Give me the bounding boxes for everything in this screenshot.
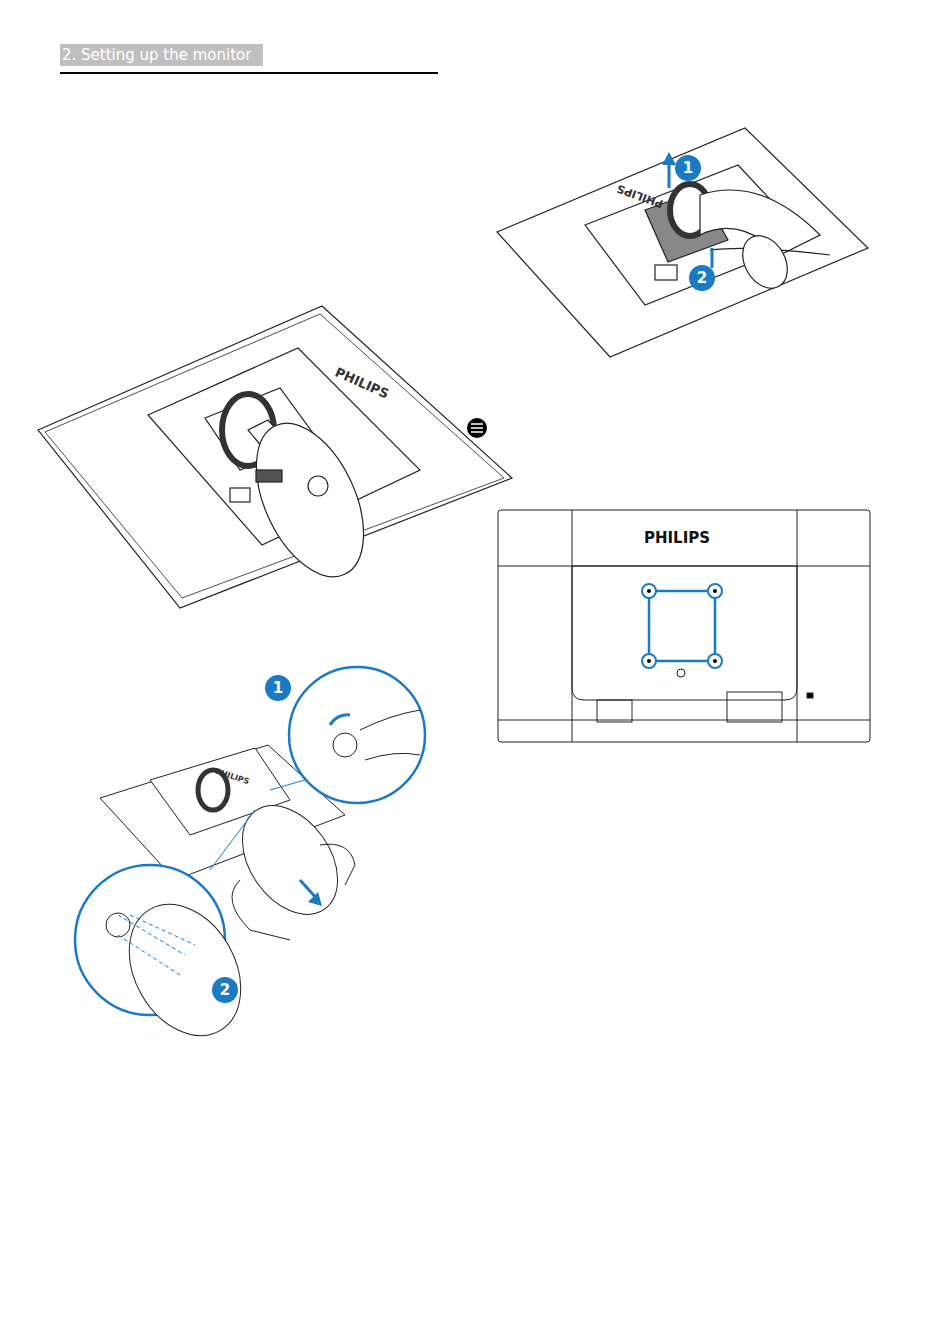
callout-circle [675, 155, 701, 181]
brand-logo: PHILIPS [644, 531, 710, 546]
vesa-square [649, 591, 715, 661]
note-line [471, 431, 483, 433]
press-arrow [711, 248, 714, 268]
monitor-back [497, 128, 868, 357]
hole-center [647, 659, 651, 663]
vesa-holes [642, 584, 722, 668]
callout-circle [212, 977, 238, 1003]
thumb-screw [333, 733, 357, 757]
monitor-bezel [45, 314, 504, 598]
callout-number: 2 [697, 271, 707, 286]
panel-line [498, 720, 870, 721]
monitor-with-stand [38, 306, 512, 608]
arrow-head [308, 892, 322, 906]
base-removal-illustration [75, 667, 425, 1056]
header-rule [60, 72, 438, 74]
callout-number: 1 [683, 161, 693, 176]
vesa-hole-centers [647, 589, 717, 663]
power-port [655, 265, 677, 280]
vesa-mount-diagram [498, 510, 870, 742]
zoom-circle [289, 667, 425, 803]
hole-center [647, 589, 651, 593]
base-screw [308, 476, 328, 496]
stand-base [223, 788, 357, 932]
note-icon-lines [471, 424, 483, 432]
stand-base [235, 407, 386, 594]
callout-number: 2 [220, 983, 230, 998]
note-line [471, 427, 483, 429]
brand-logo: PHILIPS [333, 365, 391, 400]
note-icon [467, 418, 487, 438]
base-detail [107, 884, 264, 1055]
zoom-leader [270, 780, 305, 790]
vesa-hole [642, 654, 656, 668]
lift-arrow [668, 162, 671, 188]
stand-removal-illustration [497, 128, 868, 357]
callout-circle [265, 675, 291, 701]
port-block [727, 692, 782, 722]
rear-housing [572, 566, 797, 700]
vesa-hole [708, 654, 722, 668]
alignment-lines [118, 915, 195, 975]
hands [232, 844, 355, 940]
vent [256, 470, 282, 482]
fingers [360, 710, 420, 760]
mount-detail [106, 913, 130, 937]
stand-base-edge [734, 228, 797, 296]
brand-logo: PHILIPS [615, 183, 664, 210]
power-port [230, 488, 250, 502]
brand-logo: PHILIPS [214, 768, 250, 786]
vesa-hole [708, 584, 722, 598]
hole-center [713, 589, 717, 593]
section-header: 2. Setting up the monitor [60, 44, 263, 66]
screw-hole [677, 669, 685, 677]
port-block [597, 700, 632, 722]
lock-slot [807, 693, 813, 698]
callout-number: 1 [273, 681, 283, 696]
callout-circle [689, 265, 715, 291]
vesa-hole [642, 584, 656, 598]
note-line [471, 423, 483, 425]
monitor-back [498, 510, 870, 742]
hole-center [713, 659, 717, 663]
arrow-head [662, 152, 676, 165]
zoom-leader [210, 810, 255, 870]
rotate-arrow [330, 715, 350, 725]
monitor-back [38, 306, 512, 608]
